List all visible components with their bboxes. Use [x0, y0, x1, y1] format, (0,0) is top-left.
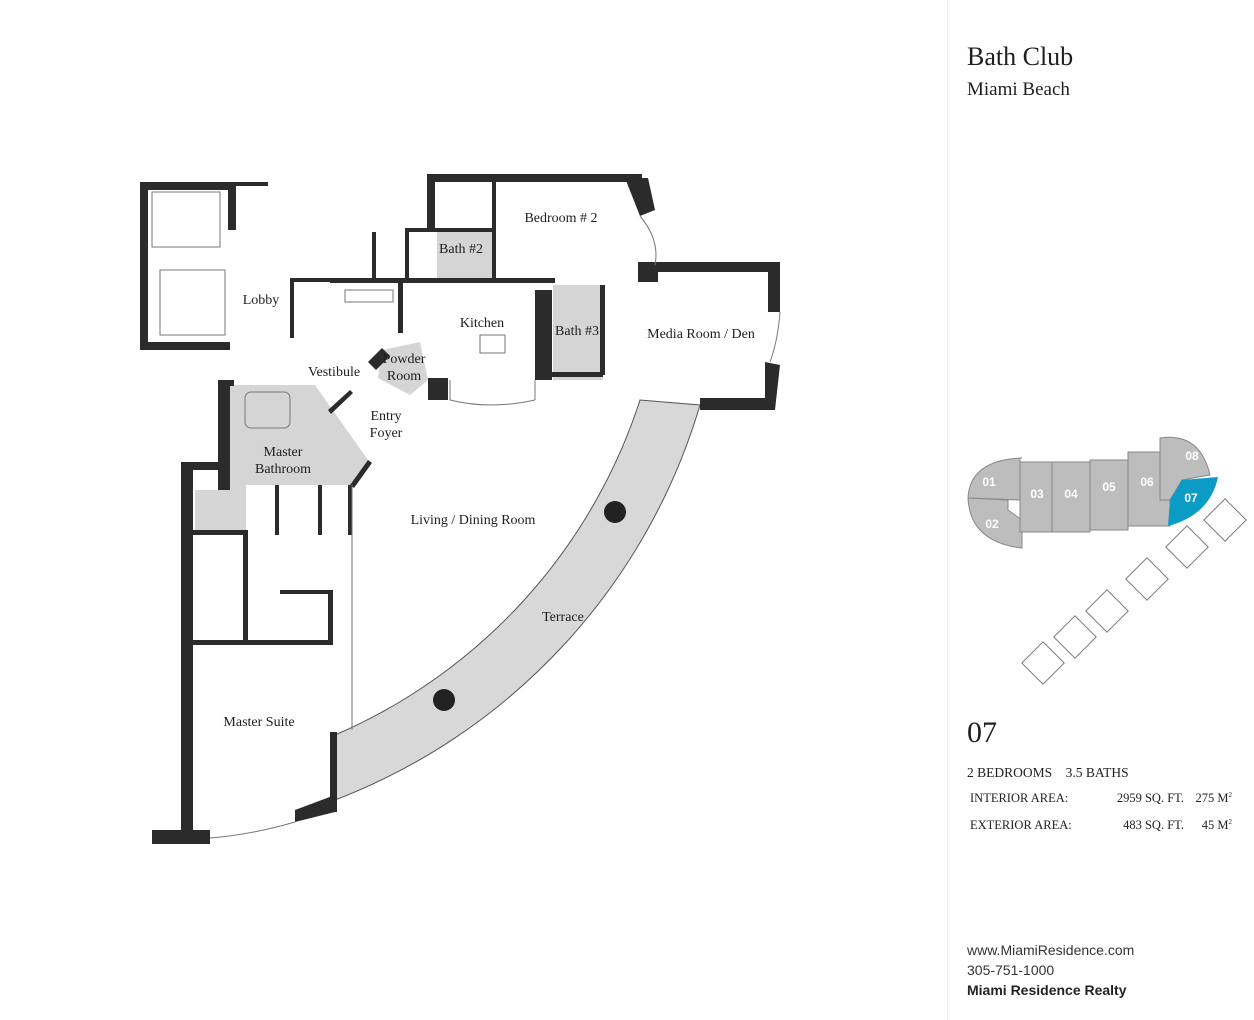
room-label-powder: Powder — [383, 352, 426, 367]
website-link[interactable]: www.MiamiResidence.com — [967, 942, 1135, 958]
room-label-bath-3: Bath #3 — [555, 324, 599, 339]
fixtures — [151, 191, 781, 839]
interior-area-sqft: 2959 SQ. FT. — [1116, 791, 1184, 805]
key-label-02: 02 — [985, 517, 999, 531]
room-label-entry: Entry — [370, 409, 401, 424]
room-label-vestibule: Vestibule — [308, 365, 360, 380]
baths: 3.5 BATHS — [1065, 765, 1129, 780]
key-label-05: 05 — [1102, 480, 1116, 494]
column — [433, 689, 455, 711]
room-label-lobby: Lobby — [243, 293, 280, 308]
room-label-bedroom-2: Bedroom # 2 — [524, 211, 597, 226]
room-label-media-room: Media Room / Den — [647, 327, 755, 342]
room-label-master: Master — [264, 445, 303, 460]
room-label-powder-room: Room — [387, 369, 421, 384]
interior-area-m2: 275 M2 — [1195, 791, 1233, 806]
room-label-foyer: Foyer — [370, 426, 403, 441]
unit-number: 07 — [967, 716, 997, 749]
walls — [140, 174, 780, 844]
key-label-01: 01 — [982, 475, 996, 489]
key-label-03: 03 — [1030, 487, 1044, 501]
room-label-living-dining: Living / Dining Room — [411, 513, 536, 528]
key-label-06: 06 — [1140, 475, 1154, 489]
key-label-08: 08 — [1185, 449, 1199, 463]
room-label-bath-2: Bath #2 — [439, 242, 483, 257]
phone-number: 305-751-1000 — [967, 962, 1055, 978]
building-name: Bath Club — [967, 42, 1074, 71]
room-label-terrace: Terrace — [542, 610, 584, 625]
column — [604, 501, 626, 523]
wet-areas — [195, 232, 603, 530]
key-plan: 01 02 03 04 05 06 08 07 — [967, 436, 1247, 685]
room-label-kitchen: Kitchen — [460, 316, 504, 331]
key-unit-04 — [1051, 461, 1091, 533]
exterior-area-m2: 45 M2 — [1201, 818, 1232, 833]
building-location: Miami Beach — [967, 79, 1070, 100]
key-unit-05 — [1089, 459, 1129, 531]
company-name: Miami Residence Realty — [967, 982, 1127, 998]
floor-plan: Lobby Bath #2 Bedroom # 2 Kitchen Bath #… — [140, 174, 781, 844]
room-label-master-suite: Master Suite — [223, 715, 294, 730]
room-label-master-bathroom: Bathroom — [255, 462, 311, 477]
exterior-area-row: EXTERIOR AREA: 483 SQ. FT. 45 M2 — [970, 818, 1232, 833]
key-label-04: 04 — [1064, 487, 1078, 501]
key-unit-02 — [967, 497, 1023, 549]
key-neighbor-buildings — [1021, 498, 1247, 685]
key-unit-07-highlighted — [1168, 477, 1218, 526]
interior-area-row: INTERIOR AREA: 2959 SQ. FT. 275 M2 — [970, 791, 1232, 806]
bedrooms: 2 BEDROOMS — [967, 765, 1053, 780]
exterior-area-label: EXTERIOR AREA: — [970, 818, 1072, 832]
unit-rooms: 2 BEDROOMS 3.5 BATHS — [967, 765, 1129, 781]
exterior-area-sqft: 483 SQ. FT. — [1123, 818, 1184, 832]
key-label-07: 07 — [1184, 491, 1198, 505]
interior-area-label: INTERIOR AREA: — [970, 791, 1069, 805]
divider — [947, 0, 948, 1020]
terrace-area — [334, 399, 701, 801]
